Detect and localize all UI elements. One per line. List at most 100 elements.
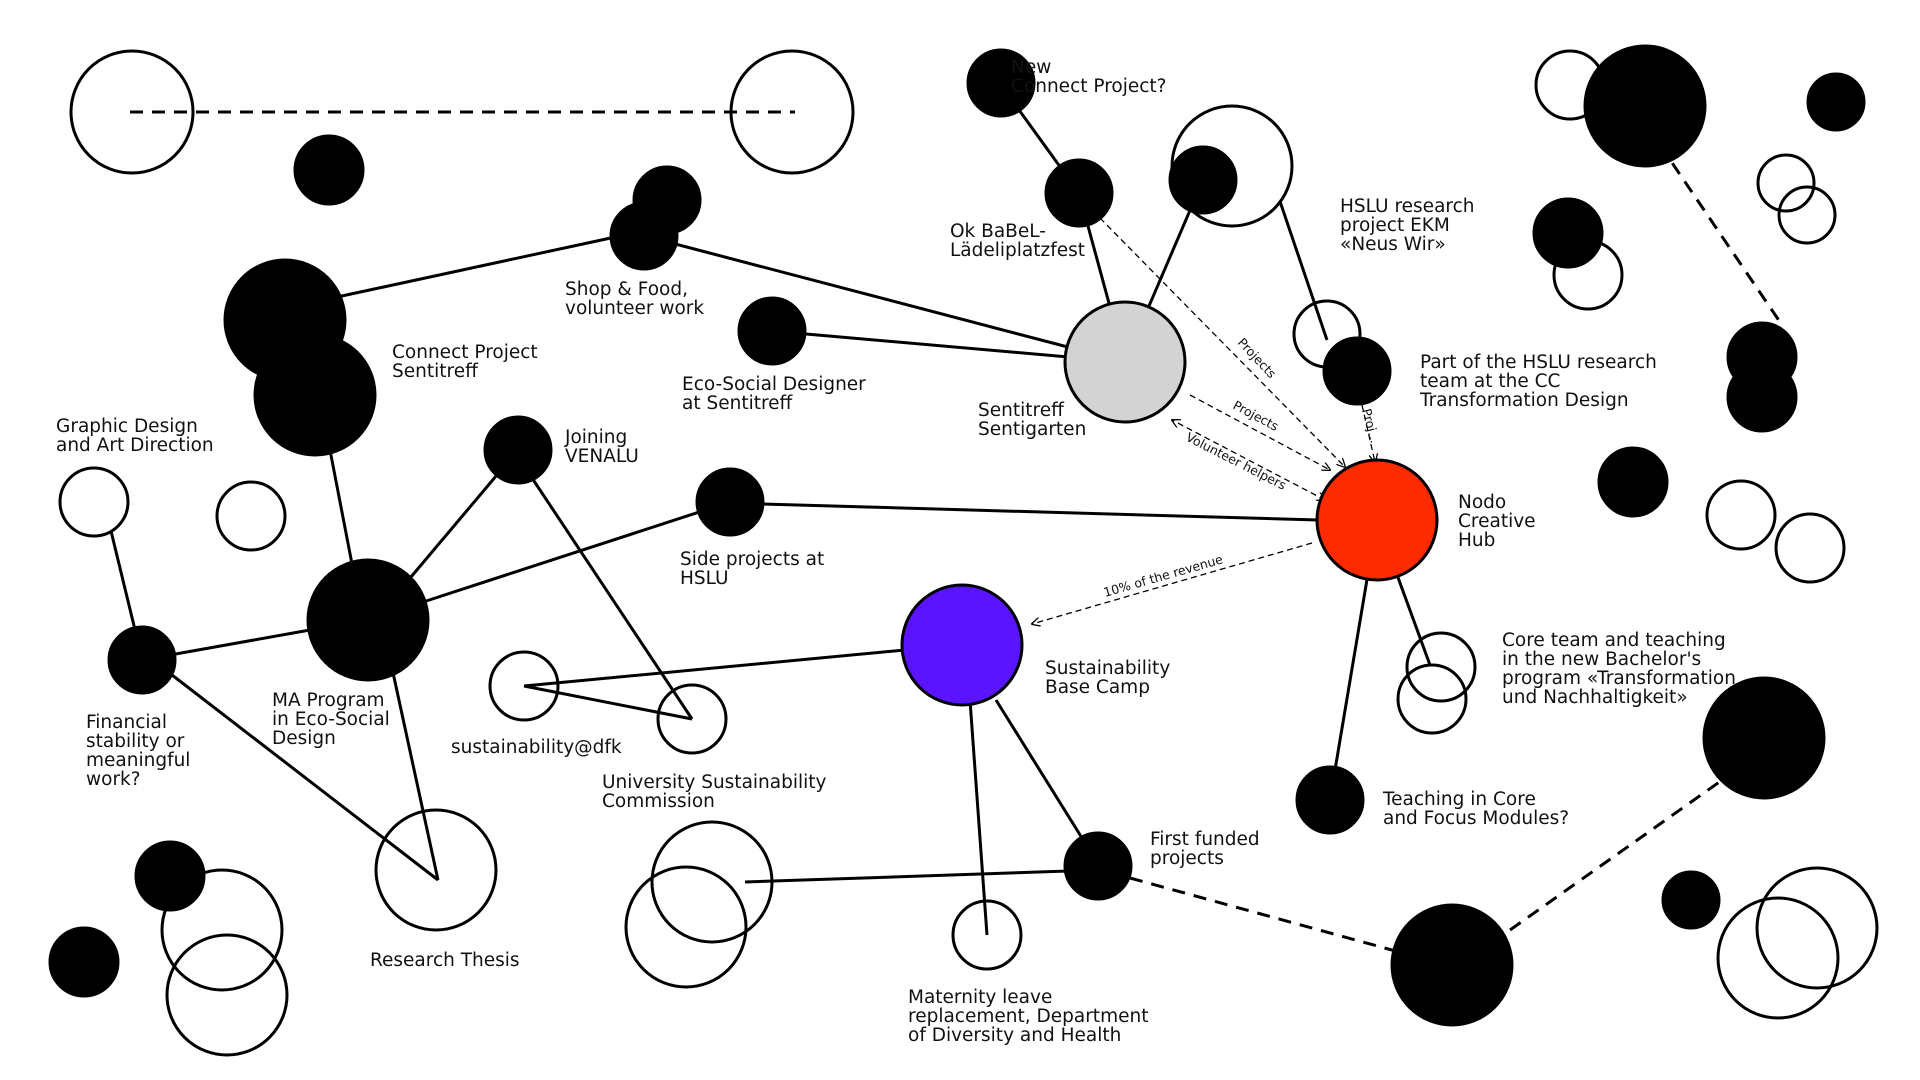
label-line: Sentitreff — [392, 361, 479, 382]
edge-financial-thesis — [171, 673, 439, 882]
node-dot — [1583, 44, 1707, 168]
label-line: projects — [1150, 848, 1224, 869]
label-line: project EKM — [1340, 215, 1450, 236]
outline-circle — [165, 933, 289, 1057]
label-shop-food: Shop & Food,volunteer work — [565, 279, 704, 319]
edge-connect-ma — [328, 449, 354, 565]
edge-dfk-basecamp — [523, 648, 906, 688]
label-line: Financial — [86, 712, 167, 733]
label-line: Creative — [1458, 511, 1536, 532]
node-dot — [1661, 870, 1721, 930]
arrow-sentitreff-nodo — [1189, 394, 1330, 470]
outline-circle-dfk — [488, 650, 560, 722]
node-joining-venalu — [483, 415, 553, 485]
label-line: volunteer work — [565, 298, 704, 319]
node-dot — [1702, 676, 1826, 800]
outline-circle-graphic-design — [58, 466, 130, 538]
label-line: and Art Direction — [56, 435, 214, 456]
node-hslu-cc — [1322, 336, 1392, 406]
label-research-thesis: Research Thesis — [370, 950, 520, 971]
outline-circle — [1716, 896, 1840, 1020]
label-line: replacement, Department — [908, 1006, 1148, 1027]
outline-circle — [1405, 631, 1477, 703]
node-financial — [107, 625, 177, 695]
label-line: Hub — [1458, 530, 1495, 551]
outline-circle — [729, 49, 855, 175]
outline-circle — [1777, 185, 1837, 245]
outline-circle-research-thesis — [374, 808, 498, 932]
label-line: Research Thesis — [370, 950, 520, 971]
outline-circle-university — [656, 683, 728, 755]
label-line: Sentitreff — [978, 400, 1065, 421]
label-line: und Nachhaltigkeit» — [1502, 687, 1688, 708]
label-line: program «Transformation — [1502, 668, 1736, 689]
node-first-funded — [1063, 831, 1133, 901]
label-line: Lädeliplatzfest — [950, 240, 1085, 261]
label-line: HSLU — [680, 568, 729, 589]
label-line: Base Camp — [1045, 677, 1150, 698]
node-sentitreff — [1063, 300, 1187, 424]
outline-circle — [624, 865, 748, 989]
label-line: Commission — [602, 791, 715, 812]
node-dot — [1726, 361, 1798, 433]
dashed-funded-bottom — [1129, 876, 1411, 957]
outline-circle — [650, 820, 774, 944]
node-dot — [1390, 903, 1514, 1027]
node-dot — [134, 840, 206, 912]
node-ma-program — [306, 558, 430, 682]
outline-circle — [1755, 866, 1879, 990]
label-line: Part of the HSLU research — [1420, 352, 1657, 373]
label-line: MA Program — [272, 690, 385, 711]
edge-graphic-financial — [109, 530, 138, 635]
node-dot — [1532, 197, 1604, 269]
label-line: Shop & Food, — [565, 279, 688, 300]
label-line: University Sustainability — [602, 772, 827, 793]
label-line: Graphic Design — [56, 416, 198, 437]
node-nodo-creative-hub — [1315, 458, 1439, 582]
edge-dfk-univ — [523, 684, 693, 721]
label-line: Teaching in Core — [1382, 789, 1536, 810]
label-line: Ok BaBeL- — [950, 221, 1046, 242]
edge-funded-left — [744, 868, 1099, 884]
label-line: Sustainability — [1045, 658, 1170, 679]
label-line: of Diversity and Health — [908, 1025, 1121, 1046]
label-line: Eco-Social Designer — [682, 374, 866, 395]
label-line: First funded — [1150, 829, 1260, 850]
edge-side-ma — [419, 500, 731, 605]
label-line: at Sentitreff — [682, 393, 794, 414]
node-dot — [293, 134, 365, 206]
outline-circle — [1774, 512, 1846, 584]
node-dot — [1806, 72, 1866, 132]
node-dot — [48, 926, 120, 998]
edge-basecamp-funded — [994, 699, 1084, 839]
node-connect-project-b — [253, 333, 377, 457]
label-line: Joining — [564, 427, 627, 448]
outline-circle-maternity — [951, 899, 1023, 971]
edge-label-revenue: 10% of the revenue — [1102, 551, 1225, 600]
arrows — [1032, 217, 1375, 624]
node-dot — [1597, 446, 1669, 518]
node-eco-social-designer — [737, 296, 807, 366]
label-babel: Ok BaBeL-Lädeliplatzfest — [950, 221, 1085, 261]
edge-shop-sentitreff — [659, 238, 1126, 364]
outline-circle — [215, 480, 287, 552]
arrow-revenue — [1032, 542, 1313, 624]
label-line: Connect Project — [392, 342, 538, 363]
edge-venalu-univ — [528, 474, 694, 720]
node-side-projects — [695, 467, 765, 537]
label-line: Maternity leave — [908, 987, 1052, 1008]
node-new-connect — [966, 48, 1036, 118]
